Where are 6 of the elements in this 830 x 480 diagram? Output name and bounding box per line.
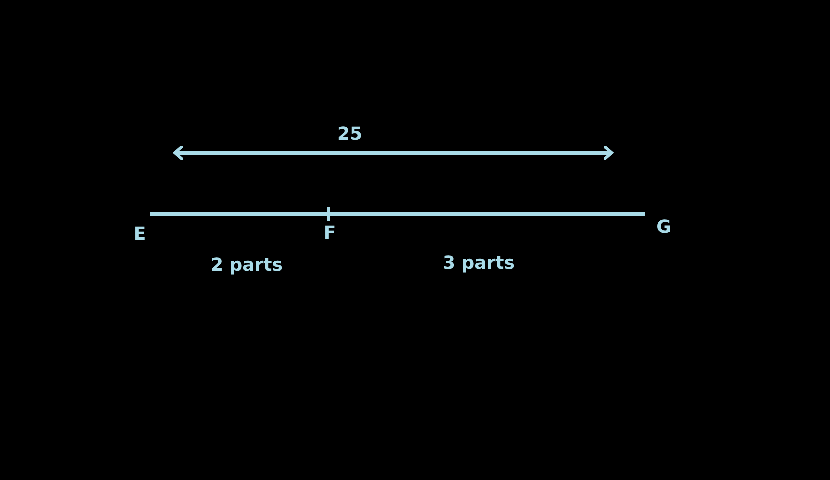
ratio-label: 2 parts <box>210 257 284 275</box>
point-label: G <box>656 219 672 237</box>
point-label: F <box>324 225 336 243</box>
ratio-label: 3 parts <box>442 255 516 273</box>
point-label: E <box>134 226 146 244</box>
dimension-label: 25 <box>337 126 363 144</box>
